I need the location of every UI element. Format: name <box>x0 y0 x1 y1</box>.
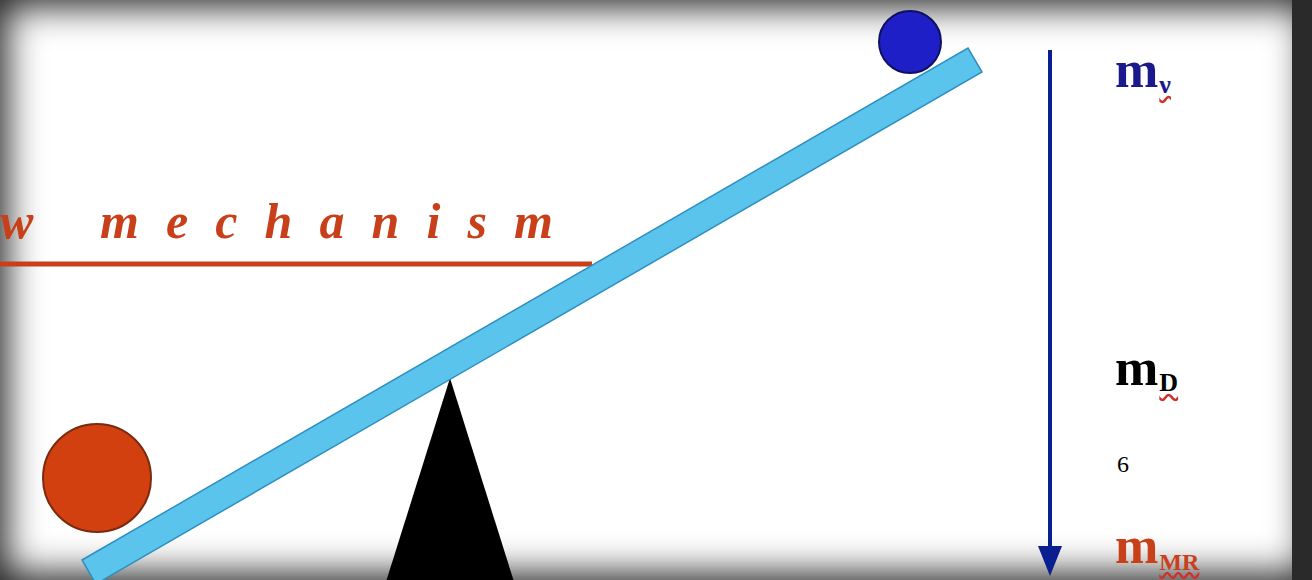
light-ball <box>879 11 941 73</box>
edge-strip <box>1292 0 1312 580</box>
fulcrum <box>385 378 515 580</box>
mass-symbol: m <box>1115 342 1158 394</box>
exponent-number: 6 <box>1117 452 1129 476</box>
mass-subscript: MR <box>1159 550 1199 574</box>
mass-symbol: m <box>1115 44 1158 96</box>
scale-arrow <box>1048 50 1052 548</box>
mass-symbol: m <box>1115 520 1158 572</box>
title-underline <box>0 262 592 267</box>
scale-arrowhead <box>1038 546 1062 576</box>
heavy-ball <box>43 424 151 532</box>
seesaw-beam <box>82 48 982 580</box>
mass-subscript: D <box>1159 370 1178 396</box>
mass-subscript: ν <box>1159 72 1171 98</box>
title-text: w mechanism <box>0 196 580 246</box>
